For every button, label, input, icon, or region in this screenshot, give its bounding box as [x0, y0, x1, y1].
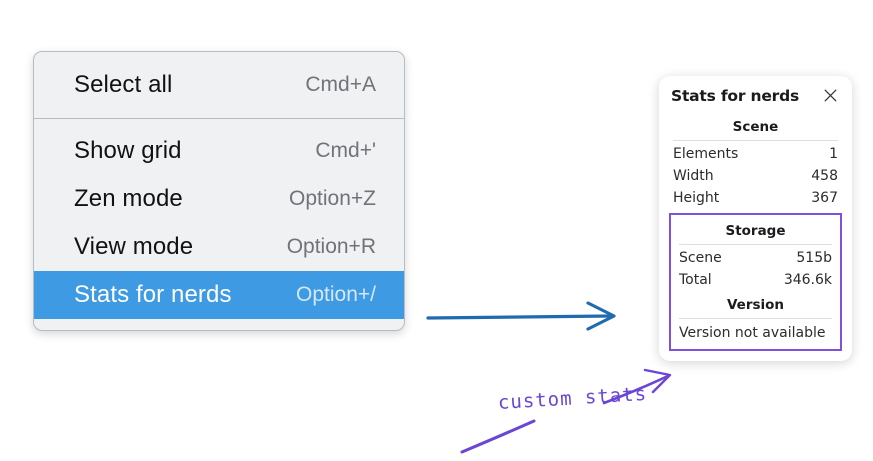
divider — [679, 318, 832, 319]
stats-row-key: Height — [673, 190, 720, 206]
stats-row-key: Scene — [679, 250, 722, 266]
stats-row-value: 458 — [811, 168, 838, 184]
menu-item-label: View mode — [74, 233, 194, 260]
stats-row-key: Width — [673, 168, 714, 184]
stats-row-value: 346.6k — [783, 272, 832, 288]
stats-group-version: Version Version not available — [677, 291, 834, 343]
stats-row: Total 346.6k — [677, 269, 834, 291]
menu-section-top: Select all Cmd+A — [34, 52, 404, 118]
version-text: Version not available — [679, 325, 826, 341]
menu-item-label: Select all — [74, 71, 173, 98]
menu-divider — [34, 118, 404, 119]
stats-for-nerds-panel: Stats for nerds Scene Elements 1 Width 4… — [659, 76, 852, 361]
stats-group-storage: Storage Scene 515b Total 346.6k — [677, 217, 834, 291]
stats-group-heading: Storage — [725, 223, 786, 239]
menu-item-show-grid[interactable]: Show grid Cmd+' — [34, 127, 404, 175]
stats-row-key: Elements — [673, 146, 739, 162]
stats-row-key: Total — [679, 272, 712, 288]
stats-panel-title: Stats for nerds — [671, 86, 800, 105]
divider — [673, 140, 838, 141]
close-icon[interactable] — [821, 86, 840, 105]
menu-item-stats-for-nerds[interactable]: Stats for nerds Option+/ — [34, 271, 404, 319]
stats-group-scene: Scene Elements 1 Width 458 Height 367 — [671, 113, 840, 209]
stats-group-heading: Scene — [732, 119, 779, 135]
purple-underline-annotation — [460, 419, 536, 454]
stats-group-heading: Version — [726, 297, 785, 313]
stats-row: Scene 515b — [677, 247, 834, 269]
menu-item-shortcut: Option+R — [286, 235, 376, 258]
stats-row: Elements 1 — [671, 143, 840, 165]
context-menu: Select all Cmd+A Show grid Cmd+' Zen mod… — [33, 51, 405, 331]
handwritten-annotation-custom-stats: custom stats — [497, 382, 648, 414]
menu-item-label: Show grid — [74, 137, 182, 164]
menu-item-label: Stats for nerds — [74, 281, 232, 308]
menu-item-shortcut: Cmd+' — [315, 139, 376, 162]
stats-row: Width 458 — [671, 165, 840, 187]
menu-item-select-all[interactable]: Select all Cmd+A — [34, 61, 404, 109]
custom-stats-highlight-box: Storage Scene 515b Total 346.6k Version … — [669, 213, 842, 351]
menu-item-zen-mode[interactable]: Zen mode Option+Z — [34, 175, 404, 223]
menu-item-view-mode[interactable]: View mode Option+R — [34, 223, 404, 271]
menu-item-label: Zen mode — [74, 185, 183, 212]
menu-item-shortcut: Option+Z — [289, 187, 376, 210]
blue-arrow-annotation — [426, 301, 616, 331]
stats-row-value: 515b — [796, 250, 832, 266]
menu-section-bottom: Show grid Cmd+' Zen mode Option+Z View m… — [34, 119, 404, 330]
divider — [679, 244, 832, 245]
stats-row-value: 1 — [829, 146, 838, 162]
stats-panel-header: Stats for nerds — [671, 86, 840, 105]
menu-item-shortcut: Cmd+A — [305, 73, 376, 96]
stats-row-value: 367 — [811, 190, 838, 206]
menu-item-shortcut: Option+/ — [296, 283, 376, 306]
stats-row: Height 367 — [671, 187, 840, 209]
